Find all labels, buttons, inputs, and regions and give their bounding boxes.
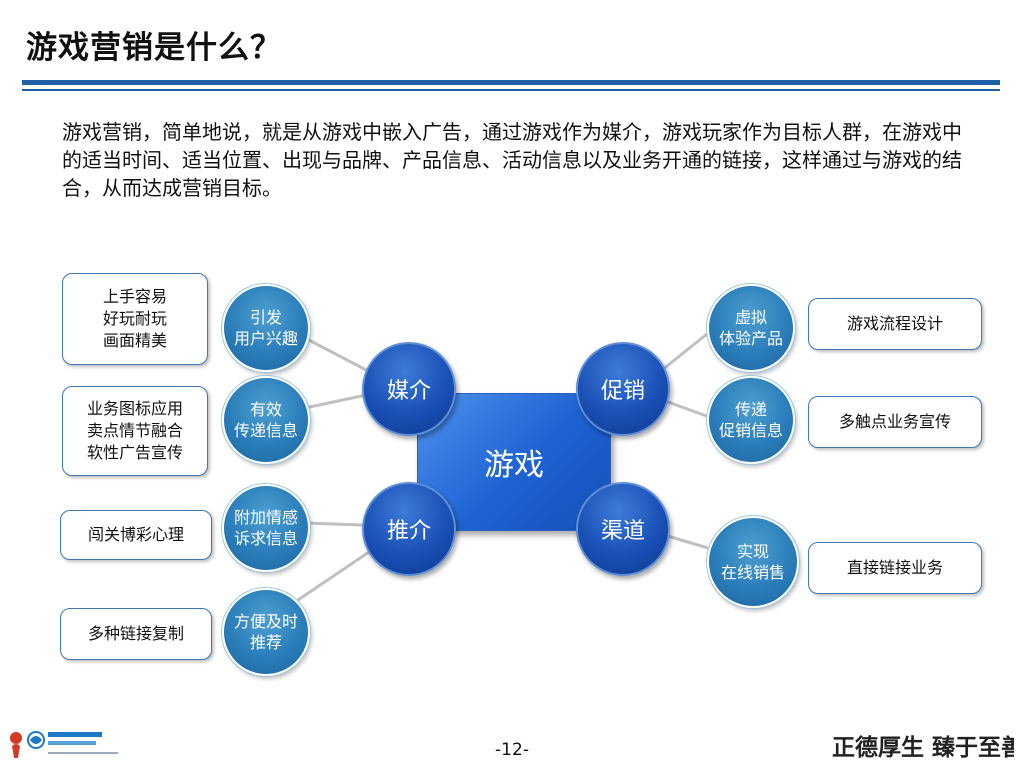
bubble-user-interest: 引发 用户兴趣 [222,284,310,372]
box-game-flow-design: 游戏流程设计 [808,298,982,350]
title-divider-thin [22,89,1000,91]
page-title: 游戏营销是什么？ [26,30,282,66]
hub-recommend: 推介 [362,482,456,576]
bubble-deliver-line-2: 促销信息 [718,421,783,440]
box-multi-links: 多种链接复制 [60,608,212,660]
box-direct-line-1: 直接链接业务 [846,558,943,577]
box-flow-line-1: 游戏流程设计 [846,314,943,333]
connector-deliver-promotion [667,400,713,420]
connector-interest-media [304,336,373,375]
bubble-emotion-line-1: 附加情感 [233,508,298,527]
box-business-line-3: 软性广告宣传 [86,443,183,462]
bubble-effective-delivery: 有效 传递信息 [222,376,310,464]
bubble-emotion-line-2: 诉求信息 [233,529,298,548]
bubble-convenient-line-2: 推荐 [249,633,282,652]
box-business-line-1: 业务图标应用 [86,399,183,418]
bubble-deliver-line-1: 传递 [734,400,767,419]
bubble-online-sales: 实现 在线销售 [707,516,799,608]
box-easy-line-1: 上手容易 [102,287,167,306]
slogan-calligraphy-icon: 正德厚生 臻于至善 [832,734,1014,761]
bubble-emotional-appeal: 附加情感 诉求信息 [222,484,310,572]
bubble-virtual-line-1: 虚拟 [734,308,767,327]
connector-online-channel [663,533,709,550]
slogan-text: 正德厚生 臻于至善 [832,734,1014,761]
box-business-line-2: 卖点情节融合 [86,421,183,440]
bubble-virtual-experience: 虚拟 体验产品 [707,284,795,372]
box-gamble-psychology: 闯关博彩心理 [60,510,212,560]
box-easy-line-3: 画面精美 [102,331,167,350]
china-mobile-logo-icon [10,731,118,758]
bubble-effective-line-1: 有效 [249,400,282,419]
box-touchpoint-promotion: 多触点业务宣传 [808,396,982,448]
box-direct-link: 直接链接业务 [808,542,982,594]
bubble-promotion-info: 传递 促销信息 [707,376,795,464]
bubble-interest-line-2: 用户兴趣 [233,329,298,348]
connector-convenient-recommend [297,546,376,602]
bubble-interest-line-1: 引发 [249,308,282,327]
bubble-virtual-line-2: 体验产品 [718,329,783,348]
page-number: -12- [495,740,529,760]
hub-media: 媒介 [362,342,456,436]
bubble-online-line-2: 在线销售 [720,563,785,582]
bubble-timely-recommend: 方便及时 推荐 [222,588,310,676]
box-business-integration: 业务图标应用 卖点情节融合 软性广告宣传 [62,386,208,476]
box-links-line-1: 多种链接复制 [87,624,184,643]
connector-effective-media [304,393,367,410]
box-easy-line-2: 好玩耐玩 [102,309,167,328]
box-easy-to-play: 上手容易 好玩耐玩 画面精美 [62,273,208,365]
box-touchpoint-line-1: 多触点业务宣传 [838,412,951,431]
bubble-effective-line-2: 传递信息 [233,421,298,440]
intro-paragraph: 游戏营销，简单地说，就是从游戏中嵌入广告，通过游戏作为媒介，游戏玩家作为目标人群… [62,120,962,200]
connector-emotion-recommend [304,521,363,527]
bubble-convenient-line-1: 方便及时 [233,612,298,631]
title-divider-thick [22,80,1000,85]
connector-virtual-promotion [661,328,713,372]
hub-promotion: 促销 [576,342,670,436]
box-gamble-line-1: 闯关博彩心理 [87,525,184,544]
bubble-online-line-1: 实现 [736,542,769,561]
hub-channel: 渠道 [576,482,670,576]
